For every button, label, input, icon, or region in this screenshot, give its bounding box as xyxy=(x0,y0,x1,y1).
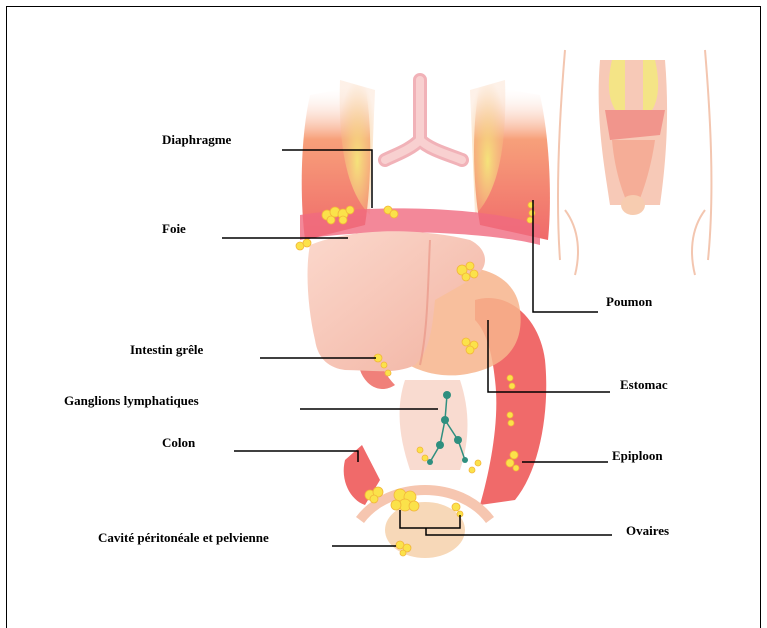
label-intestin-grele: Intestin grêle xyxy=(130,342,203,358)
label-cavite: Cavité péritonéale et pelvienne xyxy=(98,530,269,546)
label-ganglions-lymphatiques: Ganglions lymphatiques xyxy=(64,393,199,409)
label-diaphragme: Diaphragme xyxy=(162,132,231,148)
body-thumbnail xyxy=(558,50,712,275)
label-estomac: Estomac xyxy=(620,377,668,393)
label-foie: Foie xyxy=(162,221,186,237)
label-epiploon: Epiploon xyxy=(612,448,663,464)
label-ovaires: Ovaires xyxy=(626,523,669,539)
label-poumon: Poumon xyxy=(606,294,652,310)
label-colon: Colon xyxy=(162,435,195,451)
trachea xyxy=(385,80,462,160)
